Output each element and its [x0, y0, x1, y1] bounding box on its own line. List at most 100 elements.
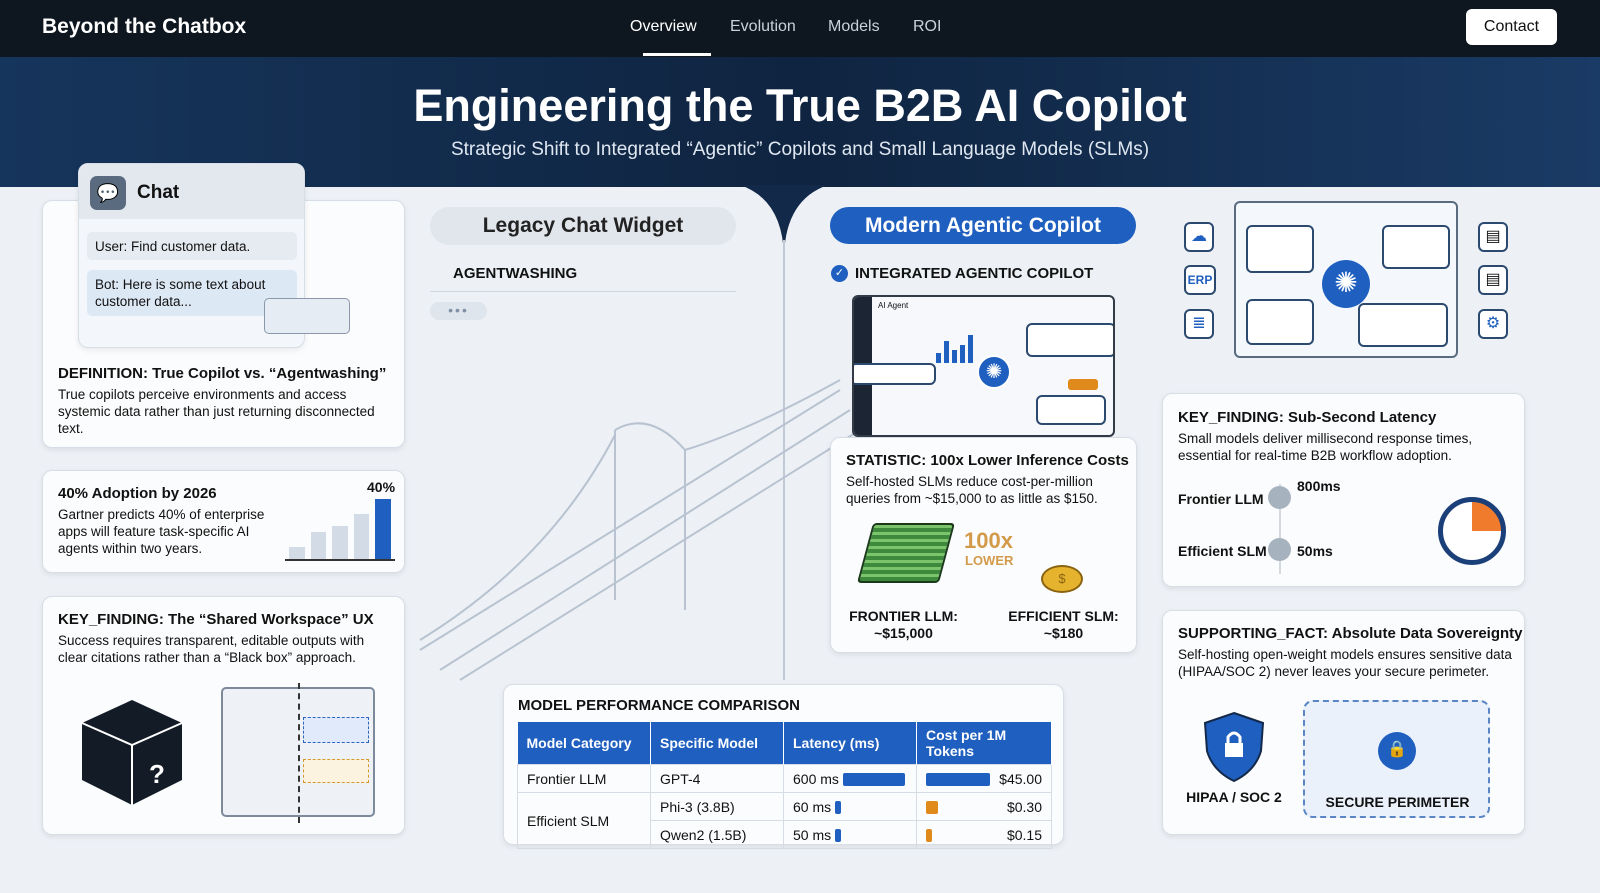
col-header: Latency (ms)	[783, 722, 917, 765]
adoption-bar-label: 40%	[367, 479, 396, 495]
cost-value: $45.00	[999, 770, 1042, 787]
adoption-bar-chart	[285, 497, 395, 561]
money-stack-icon	[856, 523, 956, 583]
nav-models[interactable]: Models	[828, 18, 880, 35]
adoption-title: 40% Adoption by 2026	[58, 485, 217, 502]
workspace-body: Success requires transparent, editable o…	[58, 633, 365, 665]
definition-body: True copilots perceive environments and …	[58, 387, 375, 436]
multiplier-label: LOWER	[965, 553, 1014, 568]
workspace-mockup	[221, 683, 375, 823]
cost-value: $0.30	[1006, 798, 1042, 815]
cell-latency: 60 ms	[783, 792, 917, 821]
col-header: Cost per 1M Tokens	[916, 722, 1052, 765]
divider	[430, 291, 736, 292]
cell-latency: 50 ms	[783, 820, 917, 849]
nav-roi[interactable]: ROI	[913, 18, 942, 35]
cost-value: $0.15	[1006, 826, 1042, 843]
adoption-bar	[332, 526, 348, 559]
adoption-body: Gartner predicts 40% of enterprise apps …	[58, 507, 265, 556]
adoption-bar	[289, 547, 305, 559]
brand[interactable]: Beyond the Chatbox	[42, 15, 247, 38]
legacy-chat-widget-pill: Legacy Chat Widget	[430, 207, 736, 245]
cloud-icon: ☁	[1184, 222, 1214, 252]
integration-diagram: ✺	[1234, 201, 1458, 358]
adoption-bar	[310, 532, 327, 559]
latency-card: KEY_FINDING: Sub-Second Latency Small mo…	[1162, 393, 1525, 587]
definition-title: DEFINITION: True Copilot vs. “Agentwashi…	[58, 365, 387, 382]
active-tab-indicator	[643, 53, 711, 56]
latency-bar	[835, 829, 842, 843]
cell-category: Frontier LLM	[517, 764, 651, 793]
black-box-icon: ?	[81, 700, 183, 805]
cell-model: Phi-3 (3.8B)	[650, 792, 784, 821]
database-icon: ≣	[1184, 309, 1214, 339]
frontier-latency-value: 800ms	[1297, 478, 1341, 494]
cell-cost: $0.15	[916, 820, 1052, 849]
model-comparison-card: MODEL PERFORMANCE COMPARISON Model Categ…	[503, 684, 1064, 849]
latency-value: 60 ms	[793, 798, 832, 815]
page-title: Engineering the True B2B AI Copilot	[413, 80, 1187, 131]
latency-bar	[835, 801, 842, 815]
frontier-cost-value: ~$15,000	[874, 625, 933, 641]
contact-button[interactable]: Contact	[1466, 9, 1557, 45]
latency-title: KEY_FINDING: Sub-Second Latency	[1178, 409, 1437, 426]
cell-category: Efficient SLM	[517, 792, 651, 849]
document-icon: ▤	[1478, 222, 1508, 252]
table-row: Efficient SLM Phi-3 (3.8B) 60 ms $0.30	[517, 792, 1052, 849]
perimeter-label: SECURE PERIMETER	[1325, 794, 1470, 810]
gears-icon: ⚙	[1478, 309, 1508, 339]
modern-label: INTEGRATED AGENTIC COPILOT	[855, 265, 1094, 282]
slm-latency-label: Efficient SLM	[1178, 543, 1267, 559]
cell-cost: $45.00	[916, 764, 1052, 793]
table-row: Qwen2 (1.5B) 50 ms $0.15	[518, 820, 1052, 849]
mockup-title: AI Agent	[878, 301, 909, 310]
speech-bubble-icon	[264, 298, 350, 334]
page-subtitle: Strategic Shift to Integrated “Agentic” …	[450, 139, 1150, 160]
cost-bar	[926, 773, 990, 787]
workspace-title: KEY_FINDING: The “Shared Workspace” UX	[58, 611, 374, 628]
adoption-bar	[353, 514, 370, 559]
statistic-title: STATISTIC: 100x Lower Inference Costs	[846, 452, 1129, 469]
legacy-label: AGENTWASHING	[453, 265, 578, 282]
cost-bar	[926, 829, 932, 843]
cell-model: Qwen2 (1.5B)	[650, 820, 784, 849]
sovereignty-title: SUPPORTING_FACT: Absolute Data Sovereign…	[1178, 625, 1523, 642]
latency-value: 50 ms	[793, 826, 832, 843]
model-comparison-table: Model Category Specific Model Latency (m…	[517, 722, 1052, 849]
ai-logo-icon: ✺	[977, 355, 1011, 389]
latency-body: Small models deliver millisecond respons…	[1178, 431, 1473, 463]
cell-model: GPT-4	[650, 764, 784, 793]
slm-latency-value: 50ms	[1297, 543, 1333, 559]
erp-icon: ERP	[1184, 265, 1216, 295]
table-title: MODEL PERFORMANCE COMPARISON	[518, 697, 800, 714]
slm-cost-label: EFFICIENT SLM:	[1008, 608, 1119, 624]
cost-bar	[926, 801, 938, 815]
chat-title: Chat	[137, 182, 180, 203]
adoption-bar	[375, 499, 391, 559]
workspace-card: KEY_FINDING: The “Shared Workspace” UX S…	[42, 596, 405, 835]
multiplier-value: 100x	[964, 528, 1013, 553]
top-nav: Beyond the Chatbox Overview Evolution Mo…	[0, 0, 1600, 57]
sovereignty-body: Self-hosting open-weight models ensures …	[1178, 647, 1512, 679]
bot-message: Bot: Here is some text about customer da…	[87, 270, 297, 316]
check-icon: ✓	[831, 265, 848, 282]
slm-cost-value: ~$180	[1043, 625, 1084, 641]
shield-label: HIPAA / SOC 2	[1186, 789, 1282, 805]
sovereignty-card: SUPPORTING_FACT: Absolute Data Sovereign…	[1162, 610, 1525, 835]
user-message: User: Find customer data.	[87, 232, 297, 260]
lock-icon: 🔒	[1378, 732, 1416, 770]
cell-cost: $0.30	[916, 792, 1052, 821]
nav-overview[interactable]: Overview	[630, 18, 697, 35]
ai-hub-icon: ✺	[1322, 260, 1370, 308]
col-header: Specific Model	[650, 722, 784, 765]
chat-bubbles-icon: 💬	[90, 176, 126, 210]
document-icon: ▤	[1478, 265, 1508, 295]
col-header: Model Category	[517, 722, 651, 765]
coin-icon: $	[1041, 565, 1083, 593]
nav-evolution[interactable]: Evolution	[730, 18, 796, 35]
frontier-cost-label: FRONTIER LLM:	[849, 608, 958, 624]
typing-indicator-icon: •••	[430, 302, 487, 320]
statistic-card: STATISTIC: 100x Lower Inference Costs Se…	[830, 437, 1137, 653]
secure-perimeter: 🔒 SECURE PERIMETER	[1303, 700, 1490, 818]
bridge-illustration	[419, 185, 861, 681]
